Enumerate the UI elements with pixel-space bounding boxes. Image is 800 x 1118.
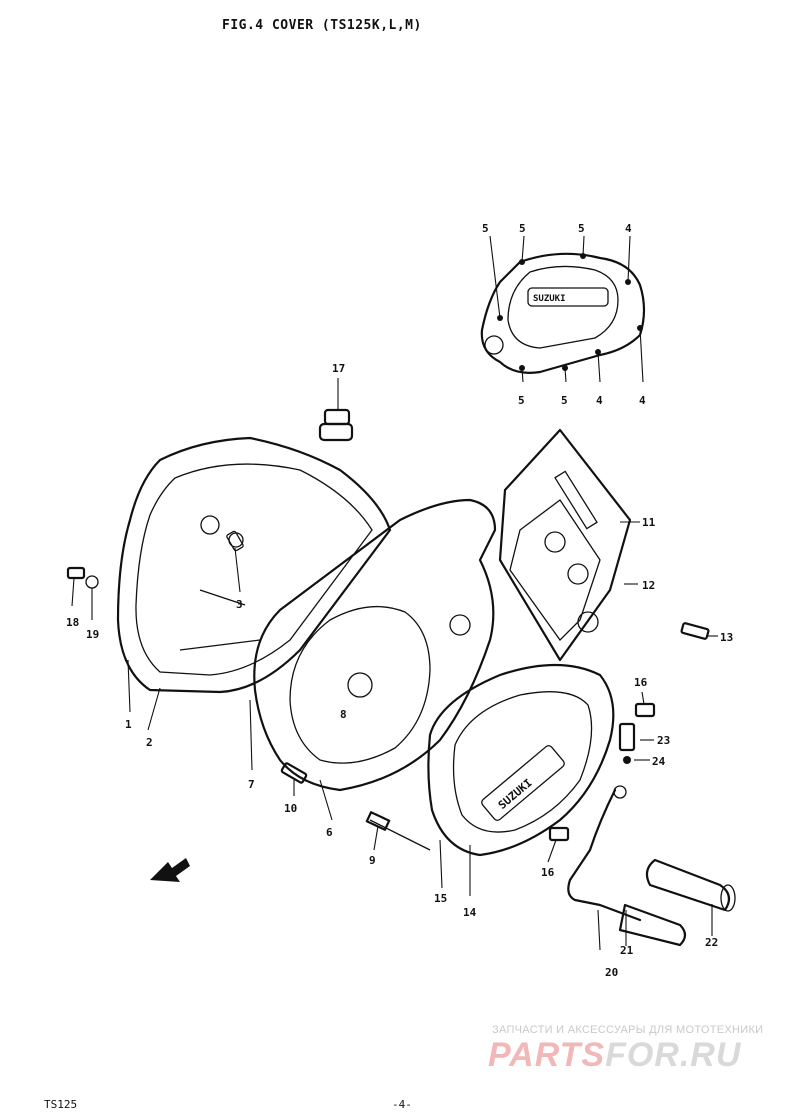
front-direction-arrow-icon	[150, 858, 190, 882]
callout-16: 16	[634, 676, 648, 689]
crankcase-cover	[116, 436, 392, 694]
outer-cover: SUZUKI	[427, 663, 615, 857]
callout-5: 5	[482, 222, 489, 235]
callout-1: 1	[125, 718, 132, 731]
callout-4: 4	[625, 222, 632, 235]
callout-13: 13	[720, 631, 733, 644]
callout-22: 22	[705, 936, 718, 949]
inset-logo-text: SUZUKI	[533, 294, 566, 304]
watermark-logo: PARTSFOR.RU	[488, 1036, 741, 1075]
callout-23: 23	[657, 734, 670, 747]
callout-24: 24	[652, 755, 666, 768]
footer-model-code: TS125	[44, 1098, 78, 1111]
callout-7: 7	[248, 778, 255, 791]
kick-rubber	[645, 858, 736, 912]
leader-lines	[71, 235, 718, 951]
magneto-cover-inset: SUZUKI	[480, 252, 646, 374]
sprocket-cover	[498, 428, 632, 662]
callout-16: 16	[541, 866, 555, 879]
callout-10: 10	[284, 802, 297, 815]
watermark-tagline: ЗАПЧАСТИ И АКСЕССУАРЫ ДЛЯ МОТОТЕХНИКИ	[492, 1024, 764, 1036]
fasteners	[66, 530, 710, 851]
callout-9: 9	[369, 854, 376, 867]
callout-numbers: 5 5 5 4 5 5 4 4 17 3 18 19 1 2 8 7 10 6 …	[66, 222, 733, 979]
callout-4: 4	[596, 394, 603, 407]
callout-11: 11	[642, 516, 656, 529]
callout-14: 14	[463, 906, 477, 919]
clutch-cover	[253, 498, 497, 792]
callout-19: 19	[86, 628, 99, 641]
callout-18: 18	[66, 616, 79, 629]
callout-8: 8	[340, 708, 347, 721]
callout-15: 15	[434, 892, 447, 905]
callout-5: 5	[518, 394, 525, 407]
watermark-logo-part-a: PARTS	[488, 1036, 606, 1074]
callout-5: 5	[578, 222, 585, 235]
callout-21: 21	[620, 944, 634, 957]
callout-5: 5	[519, 222, 526, 235]
callout-20: 20	[605, 966, 618, 979]
callout-6: 6	[326, 826, 333, 839]
callout-2: 2	[146, 736, 153, 749]
footer-page-number: -4-	[392, 1098, 412, 1111]
callout-3: 3	[236, 598, 243, 611]
kick-starter-lever	[567, 785, 687, 947]
figure-title: FIG.4 COVER (TS125K,L,M)	[222, 18, 422, 33]
callout-5: 5	[561, 394, 568, 407]
callout-12: 12	[642, 579, 655, 592]
callout-4: 4	[639, 394, 646, 407]
oil-filler-plug	[318, 378, 354, 442]
watermark-logo-part-b: FOR.RU	[605, 1036, 742, 1074]
callout-17: 17	[332, 362, 345, 375]
